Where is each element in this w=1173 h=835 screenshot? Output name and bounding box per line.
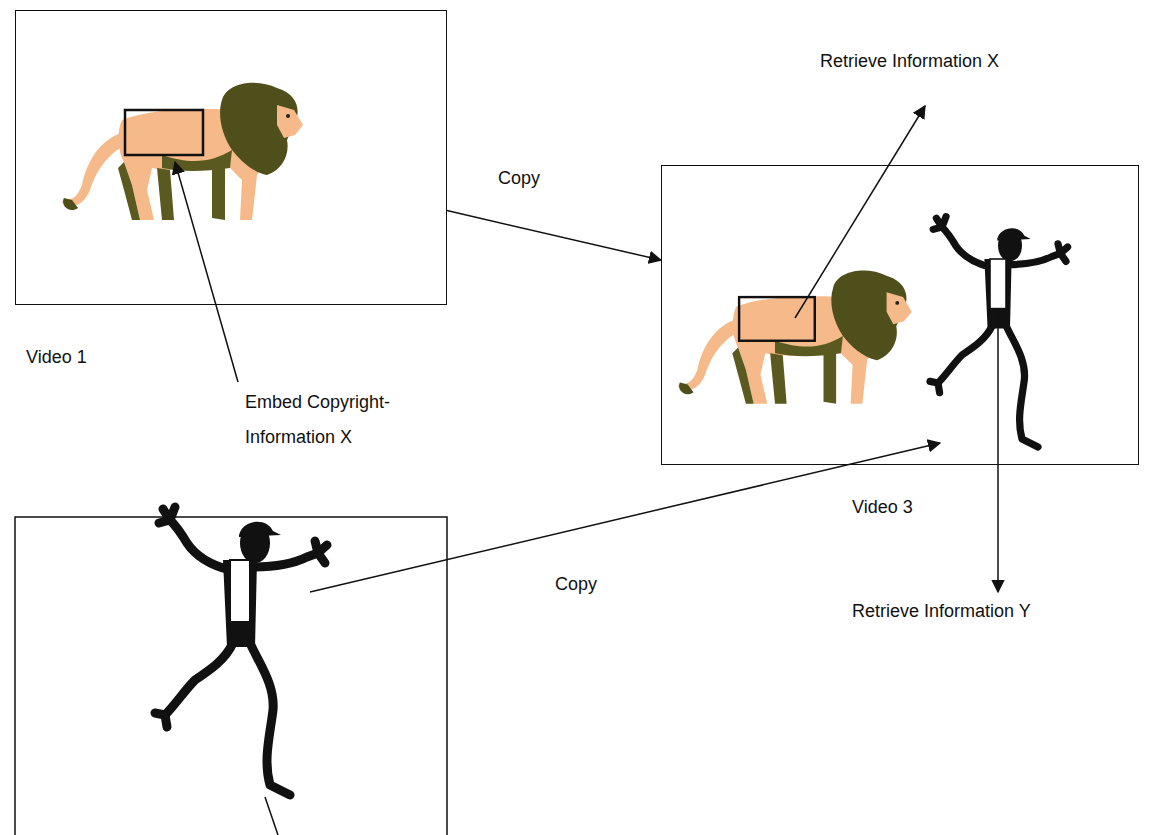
annotation-label: Copy (555, 573, 597, 595)
edge-label: Copy (498, 167, 540, 189)
video-frame: Video 1 (15, 10, 447, 305)
video-caption: Video 3 (852, 496, 913, 518)
dancer-figure (155, 507, 327, 795)
video-caption: Video 1 (26, 346, 87, 368)
leader-arrow (175, 162, 238, 382)
annotation-label: Retrieve Information X (820, 50, 999, 72)
leader-line (265, 797, 278, 835)
video-frame: Video 3 (661, 165, 1139, 465)
lion-figure (62, 83, 303, 220)
dancer-figure (930, 217, 1068, 447)
lion-figure (678, 271, 912, 404)
annotation-label: Embed Copyright-Information X (245, 385, 445, 455)
leader-arrow (997, 312, 999, 592)
copy-arrow (310, 443, 940, 592)
leader-arrow (795, 106, 925, 318)
copy-arrow (447, 211, 661, 261)
annotation-label: Retrieve Information Y (852, 600, 1031, 622)
